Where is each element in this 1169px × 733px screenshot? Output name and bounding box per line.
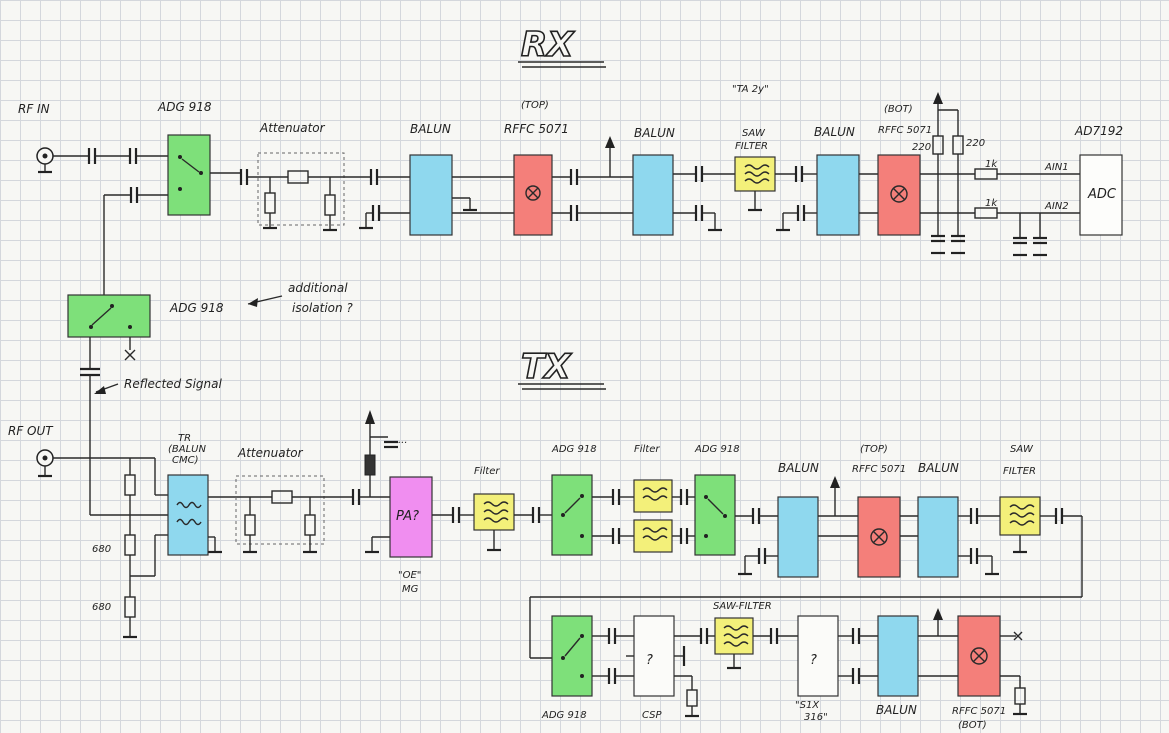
rx-r220-right: 220 [966, 138, 985, 149]
tx-adg918-switch-2 [694, 474, 736, 556]
rx-ad7192-adc [1079, 154, 1123, 236]
rx-r220-left: 220 [912, 142, 931, 153]
rx-saw-label-2: FILTER [735, 141, 768, 152]
tx-saw-filter2-label: SAW-FILTER [713, 601, 772, 612]
tx-mixer2-label: RFFC 5071 [952, 706, 1006, 717]
tx-balun-2 [917, 496, 959, 578]
mid-adg918-switch [67, 294, 151, 338]
tx-balun-1 [777, 496, 819, 578]
rx-r1k-bottom: 1k [985, 198, 998, 209]
tx-mixer1-label: RFFC 5071 [852, 464, 906, 475]
rx-r1k-top: 1k [985, 159, 998, 170]
rx-balun-2 [632, 154, 674, 236]
tx-balun1-label: BALUN [778, 461, 819, 475]
rx-adc-text: ADC [1087, 187, 1117, 202]
tx-filter1-label: Filter [474, 466, 500, 477]
tx-r680-1: 680 [92, 544, 111, 555]
tx-pa-note-2: MG [402, 584, 419, 595]
rx-balun-3 [816, 154, 860, 236]
tx-pa-text: PA? [396, 509, 419, 524]
tx-title: TX [521, 347, 572, 387]
mid-switch-label: ADG 918 [169, 301, 224, 315]
rx-switch-label: ADG 918 [157, 100, 212, 114]
tx-saw-label-2: FILTER [1003, 466, 1036, 477]
tx-csp-label: CSP [642, 710, 663, 721]
rx-saw-label: SAW [742, 128, 766, 139]
tx-balun-3 [877, 615, 919, 697]
rx-input-cap-2 [128, 146, 138, 166]
rx-balun-1 [409, 154, 453, 236]
tx-balun2-label: BALUN [918, 461, 959, 475]
tx-s1x-label-1: "S1X [795, 700, 820, 711]
tx-tr-label-3: CMC) [172, 455, 199, 466]
rx-balun1-label: BALUN [410, 122, 451, 136]
tx-filter-2a [633, 479, 673, 513]
tx-switch1-label: ADG 918 [551, 444, 597, 455]
reflected-signal-label: Reflected Signal [124, 377, 223, 391]
tx-filter2-label: Filter [634, 444, 660, 455]
rx-adg918-switch [167, 134, 211, 216]
tx-filter-2b [633, 519, 673, 553]
tx-saw-label: SAW [1010, 444, 1034, 455]
mid-note-line2: isolation ? [292, 301, 353, 315]
tx-tr-label-2: (BALUN [168, 444, 206, 455]
tx-switch2-label: ADG 918 [694, 444, 740, 455]
rx-attenuator [257, 152, 345, 226]
rx-balun3-label: BALUN [814, 125, 855, 139]
rx-ain2-label: AIN2 [1044, 201, 1069, 212]
tx-switch3-label: ADG 918 [541, 710, 587, 721]
rx-balun2-label: BALUN [634, 126, 675, 140]
tx-adg918-switch-1 [551, 474, 593, 556]
tx-tr-balun-cmc [167, 474, 209, 556]
tx-s1x-box-text: ? [810, 653, 817, 668]
rx-mixer1-label: RFFC 5071 [504, 122, 569, 136]
tx-attenuator-label: Attenuator [237, 446, 304, 460]
rx-ain1-label: AIN1 [1044, 162, 1069, 173]
tx-balun3-label: BALUN [876, 703, 917, 717]
rf-out-label: RF OUT [8, 424, 54, 438]
rx-mixer2-label: RFFC 5071 [878, 125, 932, 136]
mid-note-line1: additional [288, 281, 348, 295]
tx-pa [389, 476, 433, 558]
rx-rffc5071-mixer-bot [877, 154, 921, 236]
tx-mixer1-note: (TOP) [860, 444, 888, 455]
rx-mixer1-note: (TOP) [521, 100, 549, 111]
rx-rffc5071-mixer-top [513, 154, 553, 236]
svg-text:...: ... [398, 435, 408, 446]
rx-mixer2-note: (BOT) [884, 104, 913, 115]
rf-in-label: RF IN [18, 102, 50, 116]
tx-tr-label-1: TR [178, 433, 191, 444]
tx-s1x316-block [797, 615, 839, 697]
rx-saw-note: "TA 2y" [732, 84, 769, 95]
rx-attenuator-label: Attenuator [259, 121, 326, 135]
rx-input-cap-1 [87, 146, 97, 166]
tx-mixer2-note: (BOT) [958, 720, 987, 731]
tx-pa-note-1: "OE" [398, 570, 421, 581]
tx-adg918-switch-3 [551, 615, 593, 697]
tx-csp-box-text: ? [646, 653, 653, 668]
tx-csp-block [633, 615, 675, 697]
tx-s1x-label-2: 316" [804, 712, 828, 723]
rx-title: RX [521, 25, 575, 65]
rx-ad7192-label: AD7192 [1074, 124, 1123, 138]
rx-switch-cap [129, 185, 139, 205]
tx-r680-2: 680 [92, 602, 111, 613]
tx-attenuator [235, 475, 325, 545]
